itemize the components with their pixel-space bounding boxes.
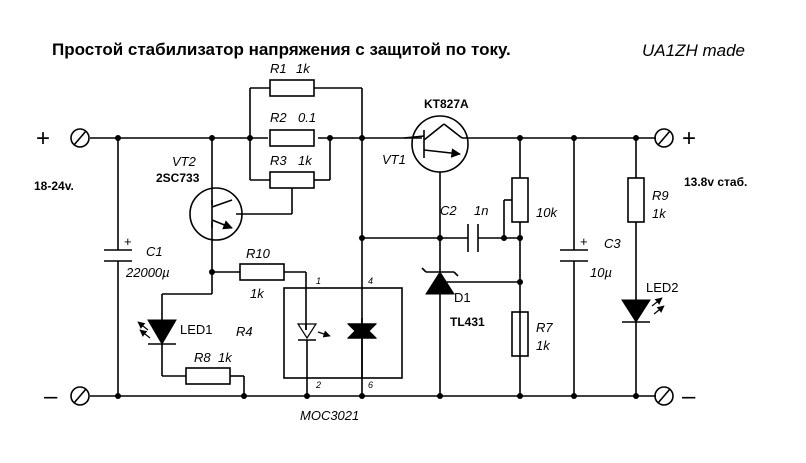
r8-ref: R8 (194, 350, 211, 365)
r1-ref: R1 (270, 61, 287, 76)
c1-ref: C1 (146, 244, 163, 259)
c2-value: 1n (474, 203, 488, 218)
input-voltage-label: 18-24v. (34, 179, 74, 193)
r3-ref: R3 (270, 153, 287, 168)
vt1-part: KT827A (424, 97, 469, 111)
r1-value: 1k (296, 61, 311, 76)
d1-ref: D1 (454, 290, 471, 305)
author-label: UA1ZH made (642, 41, 745, 60)
resistor-r8 (162, 367, 245, 396)
led2-ref: LED2 (646, 280, 679, 295)
output-voltage-label: 13.8v стаб. (684, 175, 747, 189)
capacitor-c1 (104, 138, 132, 396)
output-negative-terminal[interactable] (654, 386, 674, 406)
opto-pin-2: 2 (315, 380, 321, 390)
resistor-r9 (627, 138, 645, 300)
output-positive-terminal[interactable] (654, 128, 674, 148)
resistor-r3 (236, 138, 331, 215)
r2-value: 0.1 (298, 110, 316, 125)
vt2-part: 2SC733 (156, 171, 200, 185)
zener-d1-tl431 (421, 267, 520, 295)
diagram-title: Простой стабилизатор напряжения с защито… (52, 40, 511, 59)
led1 (137, 270, 213, 376)
capacitor-c3 (560, 138, 588, 396)
input-negative-terminal[interactable] (70, 386, 90, 406)
r3-value: 1k (298, 153, 313, 168)
opto-pin-6: 6 (368, 380, 373, 390)
r2-ref: R2 (270, 110, 287, 125)
r8-value: 1k (218, 350, 233, 365)
resistor-r1 (249, 79, 363, 396)
led1-ref: LED1 (180, 322, 213, 337)
vt1-ref: VT1 (382, 152, 406, 167)
r10-ref: R10 (246, 246, 271, 261)
c1-polarity: + (124, 234, 132, 249)
input-minus-sign: – (44, 383, 58, 410)
resistor-r7 (511, 311, 529, 357)
r9-ref: R9 (652, 188, 669, 203)
junction-dots (115, 135, 639, 399)
r4-ref: R4 (236, 324, 253, 339)
input-positive-terminal[interactable] (70, 128, 90, 148)
led2 (621, 297, 665, 396)
c3-value: 10µ (590, 265, 612, 280)
optocoupler-part: MOC3021 (300, 408, 359, 423)
optocoupler-moc3021 (283, 287, 403, 396)
c1-value: 22000µ (125, 265, 170, 280)
resistor-r10 (212, 263, 307, 330)
c3-ref: C3 (604, 236, 621, 251)
d1-part: TL431 (450, 315, 485, 329)
r7-ref: R7 (536, 320, 553, 335)
trimmer-value: 10k (536, 205, 558, 220)
transistor-vt1 (403, 115, 469, 396)
r10-value: 1k (250, 286, 265, 301)
trimmer-resistor (503, 138, 529, 396)
r7-value: 1k (536, 338, 551, 353)
output-minus-sign: – (682, 383, 696, 410)
transistor-vt2 (189, 138, 243, 270)
input-plus-sign: + (36, 125, 50, 152)
r9-value: 1k (652, 206, 667, 221)
opto-pin-4: 4 (368, 276, 373, 286)
output-plus-sign: + (682, 125, 696, 152)
c3-polarity: + (580, 234, 588, 249)
vt2-ref: VT2 (172, 154, 197, 169)
opto-pin-1: 1 (316, 276, 321, 286)
resistor-r2 (269, 129, 315, 147)
capacitor-c2 (467, 224, 520, 252)
c2-ref: C2 (440, 203, 457, 218)
